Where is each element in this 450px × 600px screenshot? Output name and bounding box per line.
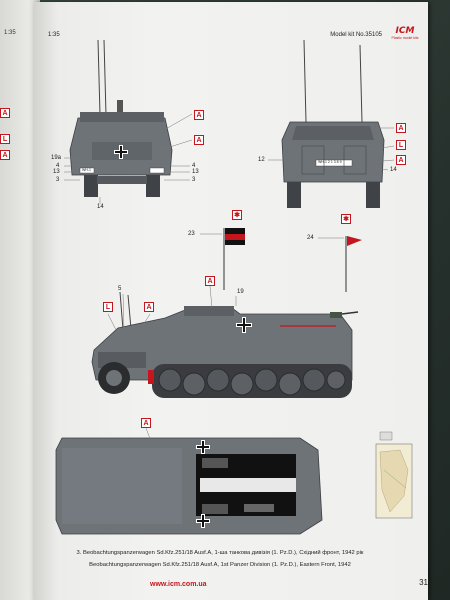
leader-lines [64,113,395,445]
caption-ukrainian: 3. Beobachtungspanzerwagen Sd.Kfz.251/18… [76,550,364,556]
rear-plate: WH-1 2 1 3 8 9 [318,160,342,164]
marker-a-front-1: A [194,110,204,120]
marker-l-side: L [103,302,113,312]
left-marker-a-1: A [0,108,10,118]
marker-a-side: A [144,302,154,312]
icm-logo: ICM Plastic model kits [390,26,420,40]
callout-13-left: 13 [53,169,60,175]
left-marker-a-2: A [0,150,10,160]
callout-19: 19 [237,289,244,295]
marker-a-rear-1: A [396,123,406,133]
front-view-vehicle [69,39,173,197]
callout-4-right: 4 [192,163,196,169]
callout-14-front: 14 [97,204,104,210]
left-page-scale: 1:35 [4,30,16,36]
left-page-edge: 1:35 [0,0,40,600]
callout-23: 23 [188,231,195,237]
callout-19a: 19a [51,155,62,161]
top-view-vehicle [55,437,323,535]
callout-13-right: 13 [192,169,199,175]
marker-star-flag-24: ✱ [341,214,351,224]
callout-14-rear: 14 [390,167,397,173]
marker-a-top-view: A [141,418,151,428]
callout-24: 24 [307,235,314,241]
front-plate: WH-1 [82,168,91,172]
callout-3-left: 3 [56,177,60,183]
left-marker-l: L [0,134,10,144]
callout-5: 5 [118,286,122,292]
website-url: www.icm.com.ua [150,581,207,588]
kit-number: Model kit No.35105 [330,32,382,38]
marker-a-rear-2: A [396,155,406,165]
callout-4-left: 4 [56,163,60,169]
logo-tagline: Plastic model kits [391,36,419,40]
callout-3-right: 3 [192,177,196,183]
map-inset [375,431,413,519]
marker-l-rear: L [396,140,406,150]
marker-star-flag-23: ✱ [232,210,242,220]
callout-12: 12 [258,157,265,163]
flag-23 [223,228,245,290]
rear-view-vehicle [281,39,385,208]
flag-24 [345,236,362,292]
page-number: 31 [419,578,428,587]
logo-text: ICM [395,26,415,36]
side-view-vehicle [91,291,359,398]
marker-a-front-2: A [194,135,204,145]
caption-english: Beobachtungspanzerwagen Sd.Kfz.251/18 Au… [89,562,351,568]
scale-label: 1:35 [48,32,60,38]
marker-a-side-top: A [205,276,215,286]
